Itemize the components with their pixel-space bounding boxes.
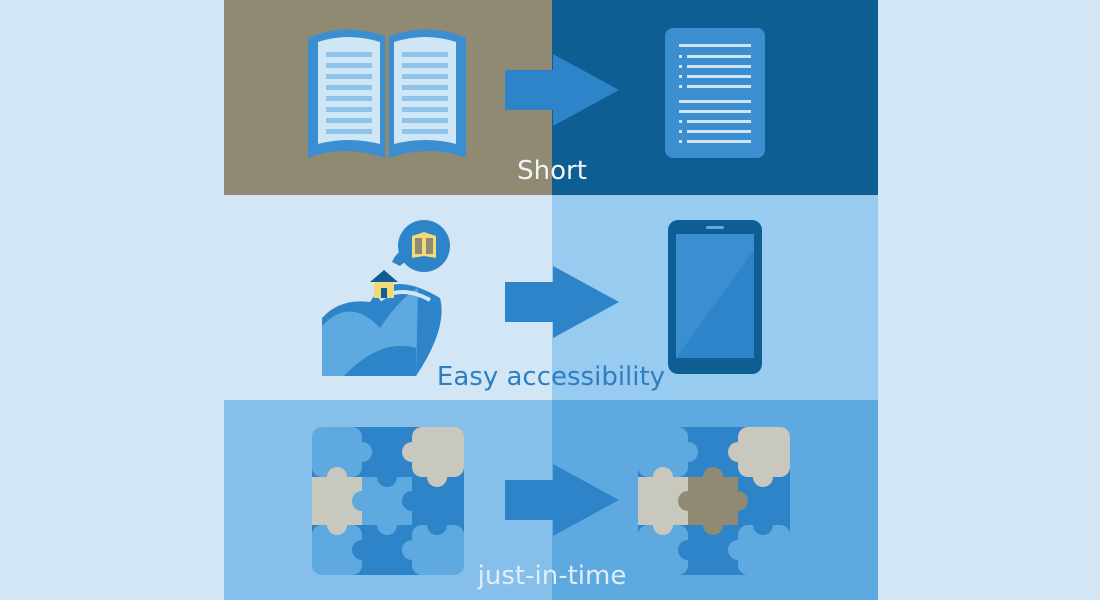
arrow-right-icon xyxy=(505,54,619,126)
caption-easy-accessibility: Easy accessibility xyxy=(436,362,666,392)
open-book-icon xyxy=(308,29,466,158)
tablet-device-icon xyxy=(668,220,762,374)
page-background-left xyxy=(0,0,224,600)
puzzle-piece-highlighted-icon xyxy=(638,427,790,575)
arrow-right-icon xyxy=(505,266,619,338)
row-short-left-panel xyxy=(224,0,552,195)
puzzle-grid-icon xyxy=(312,427,464,575)
remote-house-hill-icon xyxy=(322,220,450,376)
caption-short: Short xyxy=(517,156,587,186)
summary-document-icon xyxy=(665,28,765,158)
microlearning-infographic: Short Easy accessibility xyxy=(224,0,878,600)
caption-just-in-time: just-in-time xyxy=(477,561,627,591)
page-background-right xyxy=(878,0,1100,600)
arrow-right-icon xyxy=(505,464,619,536)
